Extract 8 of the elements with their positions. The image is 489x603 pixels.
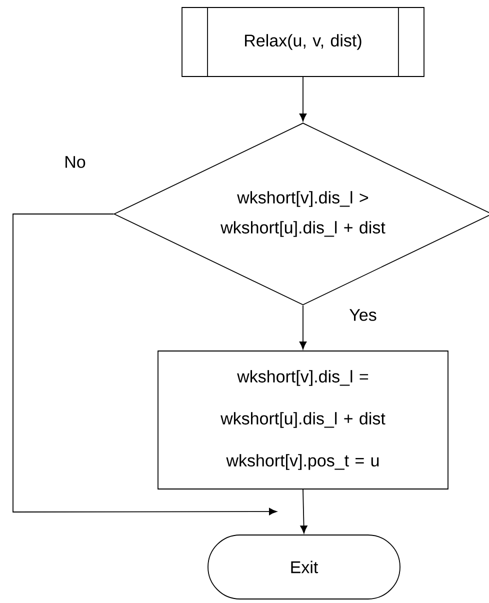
process-box: wkshort[v].dis_l = wkshort[u].dis_l + dist wkshort[v].pos_t = u xyxy=(158,350,448,490)
edge-label: Yes xyxy=(348,308,378,322)
subroutine-box: Relax(u, v, dist) xyxy=(182,6,424,78)
arrow xyxy=(299,76,307,122)
arrow xyxy=(299,305,307,350)
edge-label: No xyxy=(63,155,87,169)
arrow xyxy=(300,489,308,534)
arrow xyxy=(12,214,277,516)
